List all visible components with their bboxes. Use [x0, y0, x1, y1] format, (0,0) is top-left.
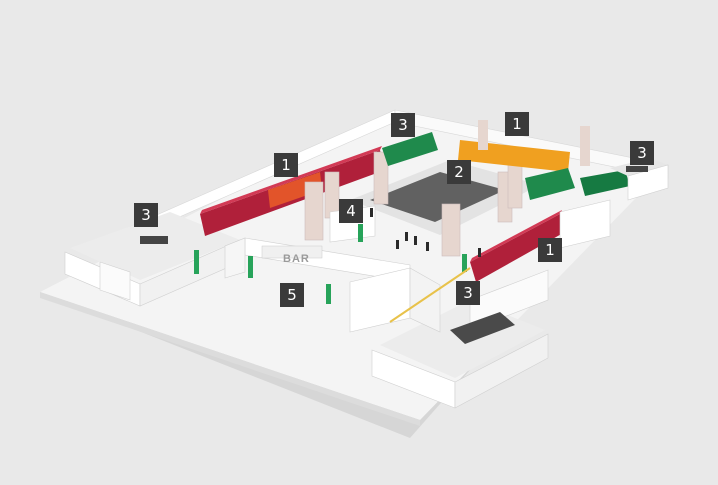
green-column-5 [462, 254, 467, 272]
room-front-back-wall [469, 269, 549, 331]
room-5-wall-side [409, 267, 441, 333]
zone-label-3-front: 3 [456, 281, 480, 305]
green-column-3 [326, 284, 331, 304]
visitors [370, 208, 481, 257]
booth-top-green [382, 132, 438, 166]
booth-right-green-1 [525, 168, 575, 200]
green-column-4 [358, 224, 363, 242]
booth-row-left-top [200, 146, 382, 214]
bar-side-wall [224, 237, 246, 279]
auditorium-seating [370, 172, 505, 222]
zone-label-1-top: 1 [505, 112, 529, 136]
room-left-floor [70, 212, 240, 280]
bar-sign: BAR [283, 253, 310, 265]
zone-label-1-left: 1 [274, 153, 298, 177]
seating-front [450, 312, 515, 344]
pillar-1 [304, 181, 324, 241]
pillar-3 [441, 203, 461, 257]
zone-label-4: 4 [339, 199, 363, 223]
green-column-1 [194, 250, 199, 274]
booth-row-right-top [470, 210, 562, 262]
zone-label-3-top: 3 [391, 113, 415, 137]
zone-label-1-right: 1 [538, 238, 562, 262]
booth-row-left-orange [268, 172, 322, 208]
room-front-wall-side [454, 333, 549, 409]
green-column-2 [248, 256, 253, 278]
zone-label-2: 2 [447, 160, 471, 184]
booth-row-right [470, 214, 565, 282]
floor-front-edge [40, 292, 420, 426]
bar-counter [261, 245, 323, 259]
floor-guide-line [389, 267, 471, 323]
pillar-2 [373, 151, 389, 205]
room-top-right-wall [627, 164, 669, 201]
pillar-top-1 [478, 120, 488, 150]
room-left-inner-wall [99, 261, 131, 301]
zone-label-5: 5 [280, 283, 304, 307]
zone-label-3-right: 3 [630, 141, 654, 165]
seating-top-right [626, 166, 648, 172]
right-wall-block [559, 199, 611, 249]
zone-label-3-left: 3 [134, 203, 158, 227]
booth-right-green-2 [580, 170, 630, 196]
seating-left [140, 236, 168, 244]
pillar-top-2 [580, 126, 590, 166]
